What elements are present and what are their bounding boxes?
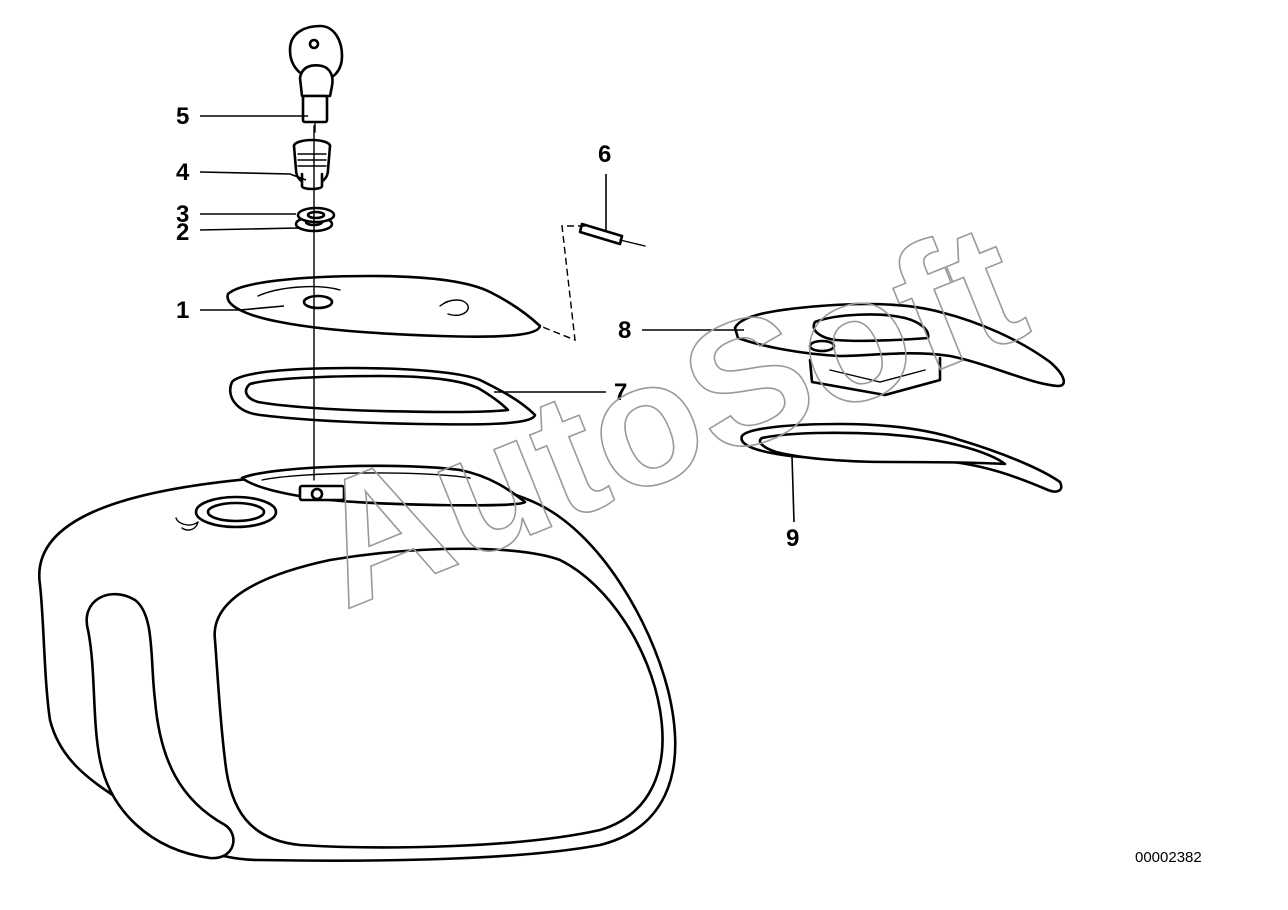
gasket-part-9 <box>740 422 1063 493</box>
leader-lines <box>199 115 795 523</box>
fuel-tank <box>37 464 677 862</box>
callout-3: 3 <box>176 201 189 228</box>
tank-lid-part-1 <box>226 274 542 338</box>
callout-5: 5 <box>176 103 189 130</box>
document-number: 00002382 <box>1135 849 1202 866</box>
callout-1: 1 <box>176 297 189 324</box>
gasket-part-7 <box>229 366 537 426</box>
lock-barrel-part-4 <box>292 138 332 191</box>
cover-part-8 <box>733 302 1066 397</box>
callout-7: 7 <box>614 379 627 406</box>
callout-9: 9 <box>786 525 799 552</box>
callout-6: 6 <box>598 141 611 168</box>
callout-8: 8 <box>618 317 631 344</box>
callout-2: 2 <box>176 219 189 246</box>
pin-part-6 <box>539 222 646 342</box>
callout-4: 4 <box>176 159 190 186</box>
key-part-5 <box>288 24 344 133</box>
ring-part-3 <box>296 206 336 224</box>
